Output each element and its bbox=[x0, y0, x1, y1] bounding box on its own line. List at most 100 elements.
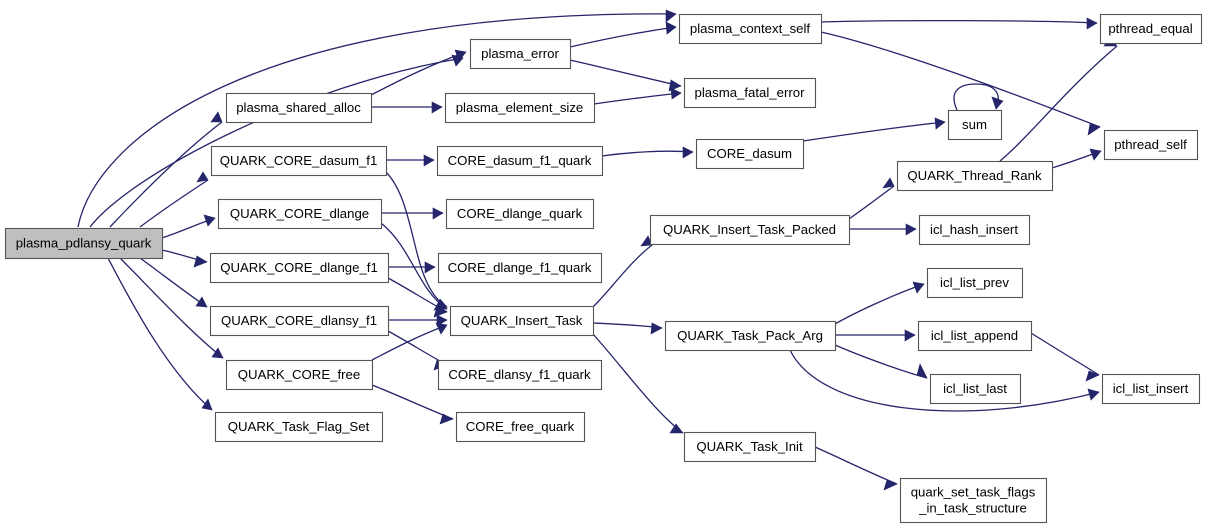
node-box[interactable] bbox=[683, 431, 817, 463]
node-icl_list_last[interactable]: icl_list_last bbox=[929, 373, 1022, 405]
node-box[interactable] bbox=[1103, 129, 1199, 161]
node-box[interactable] bbox=[214, 411, 384, 443]
edge-plasma_context_self-to-pthread_self bbox=[820, 31, 1101, 136]
node-label: CORE_dlansy_f1_quark bbox=[448, 367, 591, 382]
node-box[interactable] bbox=[225, 92, 373, 124]
edge-plasma_pdlansy_quark-to-QUARK_CORE_dlange_f1 bbox=[161, 249, 208, 268]
node-QUARK_Thread_Rank[interactable]: QUARK_Thread_Rank bbox=[896, 160, 1054, 192]
node-QUARK_CORE_dlansy_f1[interactable]: QUARK_CORE_dlansy_f1 bbox=[209, 305, 390, 337]
edge-icl_list_append-to-icl_list_insert bbox=[1030, 332, 1100, 382]
node-CORE_dlange_quark[interactable]: CORE_dlange_quark bbox=[445, 198, 595, 230]
node-QUARK_CORE_free[interactable]: QUARK_CORE_free bbox=[225, 359, 374, 391]
node-icl_list_insert[interactable]: icl_list_insert bbox=[1101, 373, 1201, 405]
node-QUARK_Insert_Task[interactable]: QUARK_Insert_Task bbox=[449, 305, 595, 337]
node-plasma_pdlansy_quark[interactable]: plasma_pdlansy_quark bbox=[4, 227, 164, 260]
node-icl_list_append[interactable]: icl_list_append bbox=[917, 320, 1033, 352]
node-label: QUARK_Task_Init bbox=[696, 439, 803, 454]
node-box[interactable] bbox=[649, 214, 851, 246]
edges-layer bbox=[77, 9, 1118, 491]
node-box[interactable] bbox=[449, 305, 595, 337]
node-label: QUARK_Thread_Rank bbox=[907, 168, 1042, 183]
node-pthread_equal[interactable]: pthread_equal bbox=[1099, 13, 1203, 45]
node-CORE_dlange_f1_quark[interactable]: CORE_dlange_f1_quark bbox=[437, 252, 603, 284]
node-box[interactable] bbox=[917, 320, 1033, 352]
node-icl_list_prev[interactable]: icl_list_prev bbox=[926, 267, 1024, 299]
node-label: pthread_equal bbox=[1108, 21, 1192, 36]
node-box[interactable] bbox=[437, 359, 603, 391]
node-plasma_shared_alloc[interactable]: plasma_shared_alloc bbox=[225, 92, 373, 124]
node-CORE_dasum_f1_quark[interactable]: CORE_dasum_f1_quark bbox=[436, 145, 604, 177]
node-box[interactable] bbox=[695, 138, 805, 170]
node-box[interactable] bbox=[209, 252, 390, 284]
node-box[interactable] bbox=[437, 252, 603, 284]
node-CORE_dlansy_f1_quark[interactable]: CORE_dlansy_f1_quark bbox=[437, 359, 603, 391]
node-plasma_element_size[interactable]: plasma_element_size bbox=[444, 92, 596, 124]
edge-plasma_pdlansy_quark-to-QUARK_CORE_free bbox=[119, 257, 224, 359]
node-box[interactable] bbox=[926, 267, 1024, 299]
node-QUARK_Task_Flag_Set[interactable]: QUARK_Task_Flag_Set bbox=[214, 411, 384, 443]
node-QUARK_CORE_dlange[interactable]: QUARK_CORE_dlange bbox=[217, 198, 383, 230]
node-icl_hash_insert[interactable]: icl_hash_insert bbox=[918, 214, 1031, 246]
arrowhead-icon bbox=[1087, 388, 1100, 401]
arrowhead-icon bbox=[912, 281, 925, 294]
arrowhead-icon bbox=[435, 322, 448, 335]
node-box[interactable] bbox=[469, 38, 572, 70]
node-plasma_error[interactable]: plasma_error bbox=[469, 38, 572, 70]
node-box[interactable] bbox=[1101, 373, 1201, 405]
node-label: icl_list_append bbox=[931, 328, 1018, 343]
node-box[interactable] bbox=[209, 305, 390, 337]
node-box[interactable] bbox=[217, 198, 383, 230]
node-box[interactable] bbox=[4, 227, 164, 260]
node-QUARK_CORE_dasum_f1[interactable]: QUARK_CORE_dasum_f1 bbox=[210, 145, 388, 177]
node-label: CORE_free_quark bbox=[466, 419, 575, 434]
node-label: CORE_dlange_quark bbox=[457, 206, 583, 221]
arrowhead-icon bbox=[196, 171, 209, 183]
node-CORE_dasum[interactable]: CORE_dasum bbox=[695, 138, 805, 170]
node-pthread_self[interactable]: pthread_self bbox=[1103, 129, 1199, 161]
node-box[interactable] bbox=[210, 145, 388, 177]
node-box[interactable] bbox=[664, 320, 837, 352]
node-plasma_context_self[interactable]: plasma_context_self bbox=[678, 13, 823, 45]
node-box[interactable] bbox=[678, 13, 823, 45]
node-box[interactable] bbox=[683, 77, 817, 109]
node-CORE_free_quark[interactable]: CORE_free_quark bbox=[455, 411, 586, 443]
arrowhead-icon bbox=[195, 296, 208, 308]
node-box[interactable] bbox=[1099, 13, 1203, 45]
arrowhead-icon bbox=[436, 314, 448, 327]
arrowhead-icon bbox=[650, 322, 663, 335]
node-label: sum bbox=[962, 117, 987, 132]
node-QUARK_CORE_dlange_f1[interactable]: QUARK_CORE_dlange_f1 bbox=[209, 252, 390, 284]
arrowhead-icon bbox=[882, 177, 895, 189]
edge-CORE_dasum_f1_quark-to-CORE_dasum bbox=[601, 146, 694, 159]
node-box[interactable] bbox=[896, 160, 1054, 192]
edge-CORE_dasum-to-sum bbox=[802, 117, 946, 142]
node-label: plasma_pdlansy_quark bbox=[16, 235, 152, 250]
node-sum[interactable]: sum bbox=[947, 109, 1003, 141]
node-box[interactable] bbox=[444, 92, 596, 124]
node-box[interactable] bbox=[225, 359, 374, 391]
node-box[interactable] bbox=[436, 145, 604, 177]
arrowhead-icon bbox=[665, 21, 677, 35]
node-QUARK_Insert_Task_Packed[interactable]: QUARK_Insert_Task_Packed bbox=[649, 214, 851, 246]
edge-plasma_pdlansy_quark-to-QUARK_CORE_dlange bbox=[161, 214, 216, 239]
node-label: plasma_fatal_error bbox=[695, 85, 806, 100]
arrowhead-icon bbox=[431, 101, 443, 114]
edge-QUARK_Thread_Rank-to-pthread_equal bbox=[999, 36, 1118, 162]
node-plasma_fatal_error[interactable]: plasma_fatal_error bbox=[683, 77, 817, 109]
node-quark_set_task_flags[interactable]: quark_set_task_flags_in_task_structure bbox=[899, 477, 1048, 524]
node-box[interactable] bbox=[918, 214, 1031, 246]
node-QUARK_Task_Pack_Arg[interactable]: QUARK_Task_Pack_Arg bbox=[664, 320, 837, 352]
node-box[interactable] bbox=[947, 109, 1003, 141]
node-label: plasma_shared_alloc bbox=[236, 100, 361, 115]
node-QUARK_Task_Init[interactable]: QUARK_Task_Init bbox=[683, 431, 817, 463]
arrowhead-icon bbox=[210, 111, 223, 123]
node-label: QUARK_Insert_Task_Packed bbox=[663, 222, 836, 237]
edge-QUARK_CORE_dlange-to-CORE_dlange_quark bbox=[381, 207, 444, 220]
node-box[interactable] bbox=[445, 198, 595, 230]
node-label: plasma_error bbox=[481, 46, 559, 61]
node-box[interactable] bbox=[899, 477, 1048, 524]
node-box[interactable] bbox=[455, 411, 586, 443]
node-box[interactable] bbox=[929, 373, 1022, 405]
arrowhead-icon bbox=[1089, 148, 1102, 161]
